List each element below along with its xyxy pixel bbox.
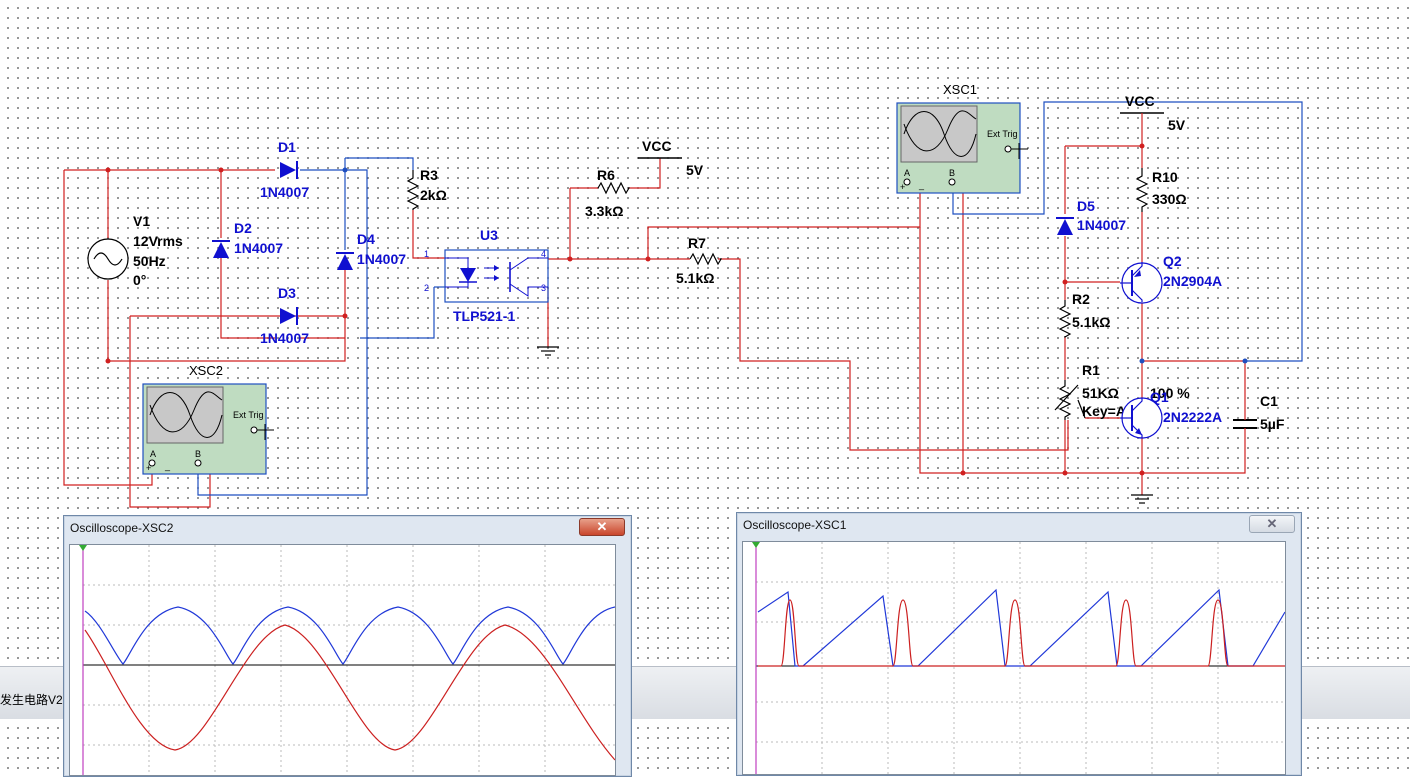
xsc1-blue-trace (757, 588, 1285, 667)
diode-d5[interactable]: D5 1N4007 (1056, 198, 1126, 235)
oscilloscope-xsc2-symbol[interactable]: Ext Trig A B + _ XSC2 (142, 363, 274, 475)
xsc1-plus: + (900, 182, 905, 192)
u3-pin4: 4 (541, 249, 546, 259)
window-title-xsc2: Oscilloscope-XSC2 (70, 521, 174, 535)
xsc1-minus: _ (918, 180, 925, 190)
c1-ref: C1 (1260, 393, 1278, 409)
u3-pin1: 1 (424, 249, 429, 259)
ground-u3 (537, 346, 559, 356)
vcc-right: VCC 5V (1120, 93, 1186, 146)
oscilloscope-xsc1-symbol[interactable]: Ext Trig A B + _ XSC1 (896, 82, 1028, 194)
u3-model: TLP521-1 (453, 308, 515, 324)
taskbar-item[interactable]: 发生电路V2.1 (0, 693, 73, 707)
xsc1-b: B (949, 168, 955, 178)
xsc2-a: A (150, 449, 156, 459)
diode-d4[interactable]: D4 1N4007 (336, 231, 406, 270)
close-button-xsc2[interactable]: ✕ (579, 518, 625, 536)
u3-pin3: 3 (541, 283, 546, 293)
vcc1-value: 5V (686, 162, 704, 178)
d3-model: 1N4007 (260, 330, 309, 346)
d2-model: 1N4007 (234, 240, 283, 256)
q2-model: 2N2904A (1163, 273, 1222, 289)
c1-value: 5µF (1260, 416, 1285, 432)
resistor-r10[interactable] (1135, 168, 1149, 212)
u3-pin2: 2 (424, 283, 429, 293)
r1-percent: 100 % (1150, 385, 1190, 401)
vcc1-label: VCC (642, 138, 672, 154)
ac-source-v1[interactable]: V1 12Vrms 50Hz 0° (87, 213, 183, 288)
q1-model: 2N2222A (1163, 409, 1222, 425)
r1-key: Key=A (1082, 403, 1126, 419)
r6-ref: R6 (597, 167, 615, 183)
window-title-xsc1: Oscilloscope-XSC1 (743, 518, 847, 532)
xsc2-plus: + (146, 463, 151, 473)
xsc1-ext: Ext Trig (987, 129, 1018, 139)
vcc2-label: VCC (1125, 93, 1155, 109)
resistor-r2[interactable] (1058, 300, 1072, 339)
v1-phase: 0° (133, 272, 146, 288)
d5-model: 1N4007 (1077, 217, 1126, 233)
r2-value: 5.1kΩ (1072, 314, 1110, 330)
xsc2-minus: _ (164, 461, 171, 471)
transistor-q1[interactable]: Q1 2N2222A (1120, 389, 1222, 439)
ground-main (1131, 494, 1153, 504)
scope-screen-xsc2 (69, 544, 616, 776)
d2-ref: D2 (234, 220, 252, 236)
oscilloscope-window-xsc2[interactable]: Oscilloscope-XSC2 ✕ (63, 515, 632, 777)
r10-value: 330Ω (1152, 191, 1187, 207)
r2-ref: R2 (1072, 291, 1090, 307)
v1-ref: V1 (133, 213, 150, 229)
d3-ref: D3 (278, 285, 296, 301)
d1-ref: D1 (278, 139, 296, 155)
xsc2-ref: XSC2 (189, 363, 223, 378)
resistor-r7[interactable] (689, 252, 723, 266)
diode-d2[interactable]: D2 1N4007 (212, 220, 283, 258)
xsc2-blue-trace (84, 606, 615, 665)
d4-model: 1N4007 (357, 251, 406, 267)
junctions (105, 143, 1145, 476)
vcc2-value: 5V (1168, 117, 1186, 133)
xsc1-a: A (904, 168, 910, 178)
blue-wires (197, 101, 1303, 496)
potentiometer-r1[interactable] (1054, 380, 1086, 420)
transistor-q2[interactable]: Q2 2N2904A (1120, 253, 1222, 304)
d4-ref: D4 (357, 231, 375, 247)
close-button-xsc1[interactable]: ✕ (1249, 515, 1295, 533)
r3-value: 2kΩ (420, 187, 447, 203)
oscilloscope-window-xsc1[interactable]: Oscilloscope-XSC1 ✕ (736, 512, 1302, 776)
r6-value: 3.3kΩ (585, 203, 623, 219)
r1-ref: R1 (1082, 362, 1100, 378)
r1-value: 51KΩ (1082, 385, 1119, 401)
scope-screen-xsc1 (742, 541, 1286, 775)
r10-ref: R10 (1152, 169, 1178, 185)
d5-ref: D5 (1077, 198, 1095, 214)
resistor-r6[interactable] (597, 181, 631, 195)
capacitor-c1[interactable] (1233, 412, 1257, 440)
r3-ref: R3 (420, 167, 438, 183)
vcc-left: VCC 5V (638, 138, 704, 178)
u3-ref: U3 (480, 227, 498, 243)
optocoupler-u3[interactable]: 1 2 3 4 U3 TLP521-1 (424, 227, 549, 324)
xsc2-red-trace (84, 624, 615, 761)
r7-value: 5.1kΩ (676, 270, 714, 286)
xsc1-red-trace (758, 599, 1285, 667)
xsc1-ref: XSC1 (943, 82, 977, 97)
diode-d3[interactable]: D3 1N4007 (260, 285, 309, 346)
diode-d1[interactable]: D1 1N4007 (260, 139, 309, 200)
xsc2-ext: Ext Trig (233, 410, 264, 420)
q2-ref: Q2 (1163, 253, 1182, 269)
d1-model: 1N4007 (260, 184, 309, 200)
v1-freq: 50Hz (133, 253, 166, 269)
xsc2-b: B (195, 449, 201, 459)
resistor-r3[interactable] (406, 170, 420, 210)
q1-ref: Q1 (1150, 389, 1169, 405)
v1-voltage: 12Vrms (133, 233, 183, 249)
r7-ref: R7 (688, 235, 706, 251)
